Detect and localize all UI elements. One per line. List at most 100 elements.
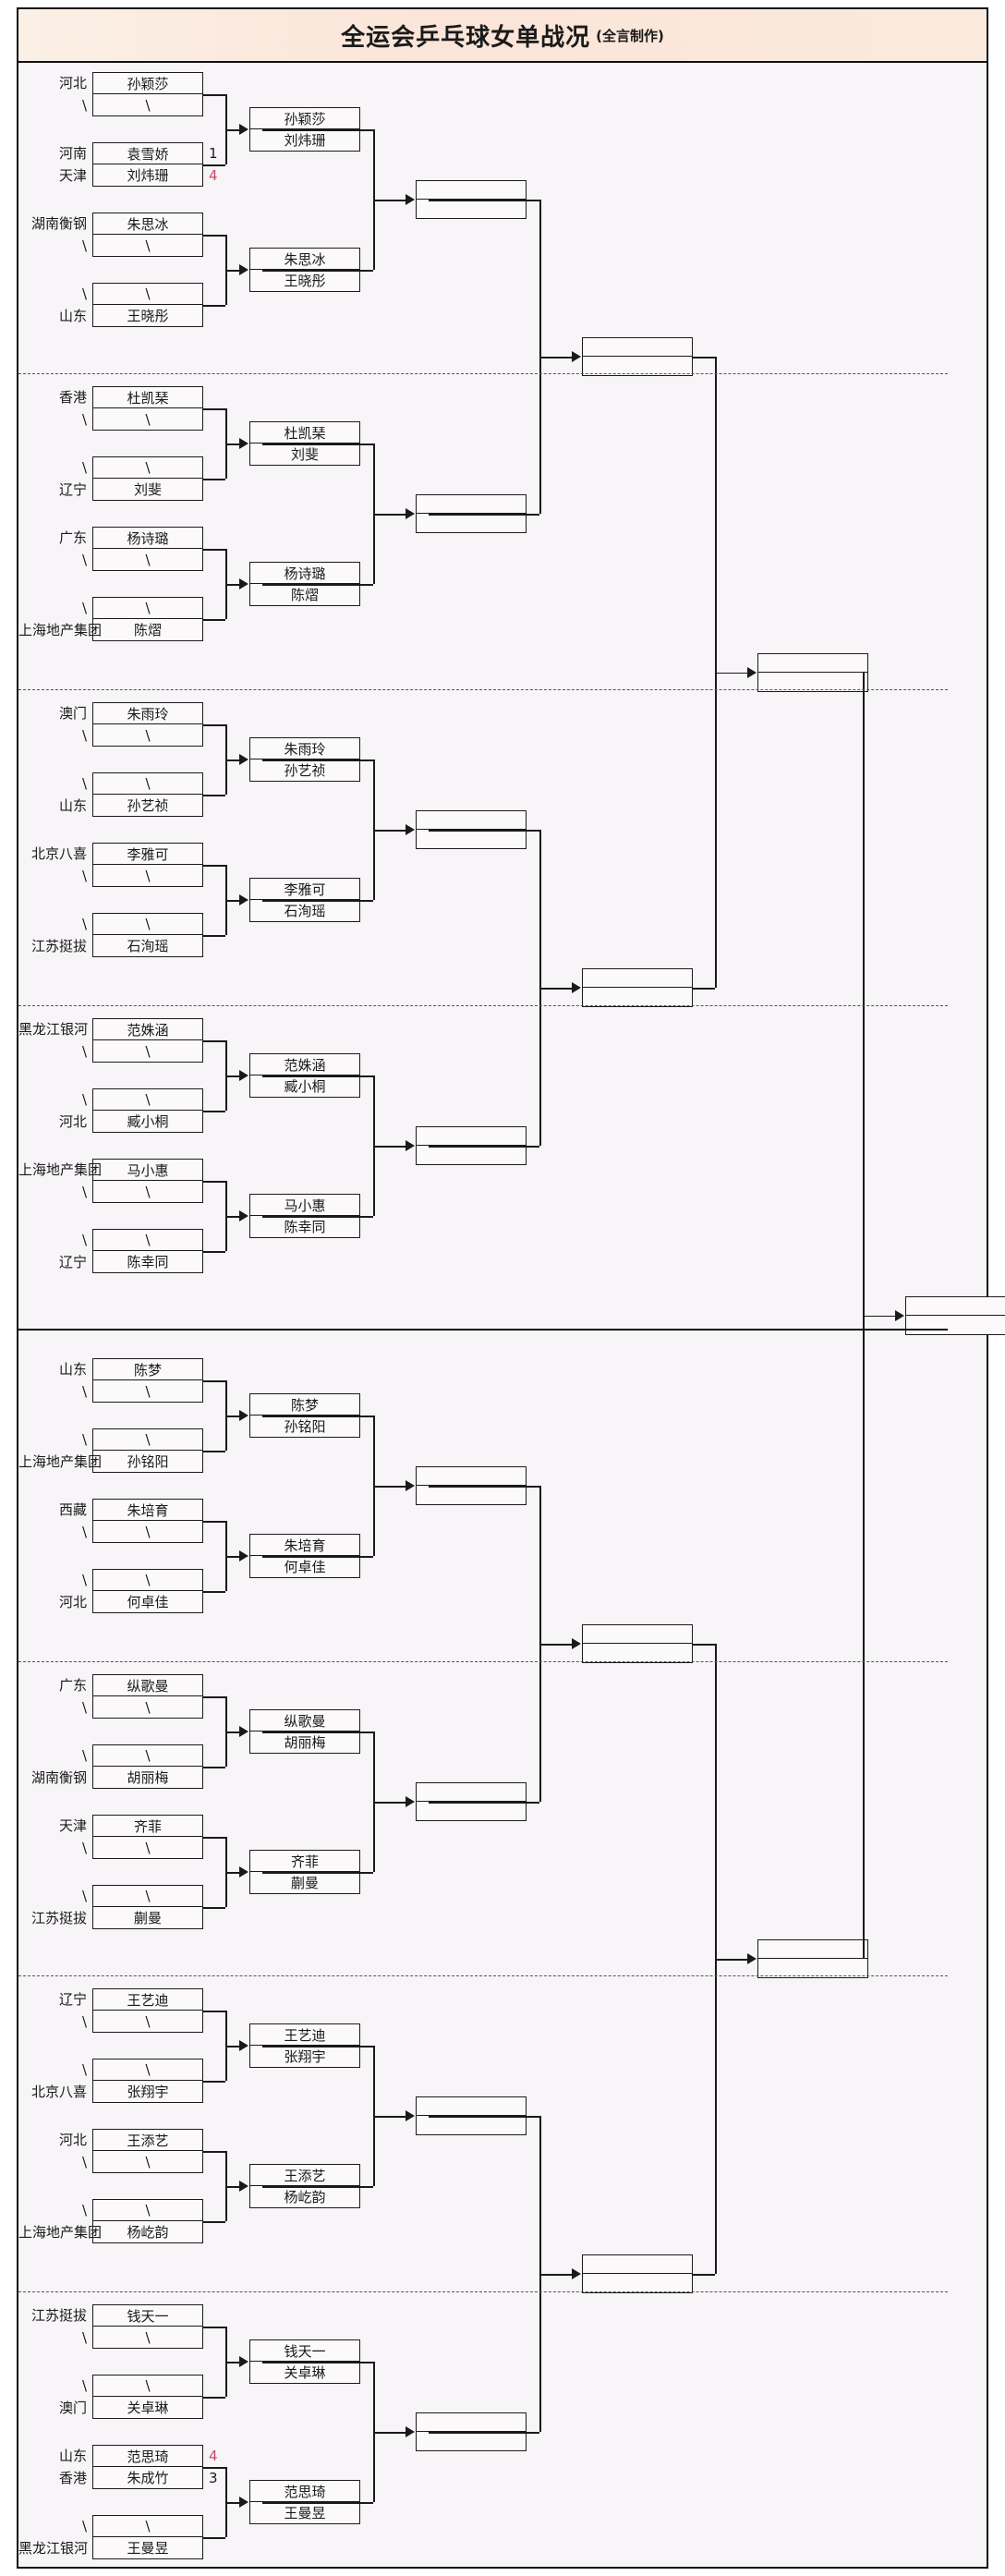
connector-hline	[262, 270, 373, 272]
round1-match-box: 袁雪娇刘炜珊	[92, 142, 203, 187]
round1-match-box: \胡丽梅	[92, 1744, 203, 1789]
round4-match-box-cell	[583, 338, 692, 357]
province-label: \	[81, 2329, 87, 2346]
round1-cell: \	[93, 1745, 202, 1767]
connector-arrow	[239, 2356, 248, 2367]
round1-cell: 王艺迪	[93, 1989, 202, 2011]
round2-cell: 王添艺	[250, 2165, 359, 2186]
connector-hline	[203, 479, 225, 480]
connector-arrow	[239, 1866, 248, 1877]
connector-hline	[225, 2362, 240, 2363]
connector-hline	[262, 2046, 373, 2047]
round1-match-box: 齐菲\	[92, 1815, 203, 1859]
connector-hline	[262, 1075, 373, 1077]
round2-cell: 朱培育	[250, 1535, 359, 1556]
province-label: \	[81, 552, 87, 568]
connector-hline	[262, 444, 373, 445]
round4-match-box-cell	[583, 969, 692, 988]
round1-cell: 纵歌曼	[93, 1675, 202, 1696]
connector-hline	[429, 830, 539, 832]
round1-match-box: \石洵瑶	[92, 913, 203, 957]
round4-match-box-cell	[583, 2274, 692, 2292]
round3-match-box-cell	[417, 2432, 526, 2450]
province-label: \	[81, 2518, 87, 2534]
connector-hline	[429, 200, 539, 201]
connector-hline	[203, 1837, 225, 1839]
province-label: \	[81, 1524, 87, 1540]
round2-cell: 张翔宇	[284, 2048, 326, 2065]
province-label: 河北	[58, 1594, 87, 1610]
round1-cell: \	[93, 773, 202, 795]
round1-cell: 钱天一	[93, 2305, 202, 2327]
round1-match-box: 杨诗璐\	[92, 527, 203, 571]
final-match-box-cell	[906, 1316, 1005, 1334]
round3-match-box-cell	[417, 1783, 526, 1802]
round2-cell: 孙铭阳	[284, 1418, 326, 1435]
connector-arrow	[239, 2181, 248, 2192]
round1-match-box: \孙艺祯	[92, 772, 203, 817]
province-label: 上海地产集团	[18, 622, 103, 638]
province-label: 北京八喜	[30, 845, 87, 862]
title-bar: 全运会乒乓球女单战况 (全言制作)	[17, 7, 988, 63]
round3-match-box-cell	[417, 514, 526, 532]
connector-arrow	[406, 824, 415, 835]
round1-match-box: \孙铭阳	[92, 1428, 203, 1473]
connector-arrow	[747, 1953, 757, 1964]
province-label: 山东	[58, 308, 87, 324]
round1-cell: \	[145, 1698, 151, 1716]
round5-match-box-cell	[758, 1940, 867, 1959]
province-label: \	[81, 727, 87, 744]
round3-match-box-cell	[417, 1127, 526, 1146]
connector-arrow	[572, 2268, 581, 2279]
round2-cell: 纵歌曼	[250, 1710, 359, 1732]
province-label: \	[81, 1232, 87, 1248]
connector-hline	[225, 2186, 240, 2188]
province-label: \	[81, 1383, 87, 1400]
round1-match-box: \陈幸同	[92, 1229, 203, 1273]
round1-cell: 刘斐	[133, 481, 162, 498]
province-label: 天津	[58, 167, 87, 184]
round1-match-box: \蒯曼	[92, 1885, 203, 1929]
round1-cell: \	[145, 2153, 151, 2170]
connector-hline	[429, 514, 539, 516]
round3-match-box-cell	[417, 2097, 526, 2116]
round1-match-box: 王添艺\	[92, 2129, 203, 2173]
round1-match-box: \陈熠	[92, 597, 203, 641]
province-label: 江苏挺拔	[30, 2307, 87, 2324]
round1-cell: \	[145, 2328, 151, 2346]
connector-hline	[225, 2502, 240, 2504]
connector-hline	[203, 2081, 225, 2083]
province-label: \	[81, 2154, 87, 2170]
province-label: \	[81, 868, 87, 884]
round1-cell: \	[145, 1839, 151, 1856]
connector-hline	[203, 724, 225, 726]
province-label: \	[81, 97, 87, 114]
province-label: 黑龙江银河	[18, 1021, 89, 1038]
province-label: \	[81, 459, 87, 476]
connector-arrow	[239, 264, 248, 275]
round1-cell: 臧小桐	[127, 1113, 169, 1130]
round3-match-box-cell	[417, 495, 526, 514]
connector-arrow	[406, 2110, 415, 2121]
connector-arrow	[239, 2040, 248, 2051]
connector-hline	[373, 1802, 406, 1804]
province-label: \	[81, 2061, 87, 2078]
province-label: 河南	[58, 145, 87, 162]
round1-cell: 朱思冰	[93, 213, 202, 235]
round1-cell: \	[145, 726, 151, 744]
connector-hline	[203, 2221, 225, 2223]
connector-hline	[203, 1767, 225, 1768]
round2-cell: 孙颖莎	[250, 108, 359, 129]
connector-hline	[262, 900, 373, 902]
round1-match-box: \王曼昱	[92, 2515, 203, 2559]
round1-match-box: 王艺迪\	[92, 1988, 203, 2033]
round2-cell: 朱思冰	[250, 249, 359, 270]
connector-hline	[262, 1732, 373, 1733]
connector-hline	[203, 2537, 225, 2539]
connector-hline	[715, 672, 747, 674]
connector-hline	[715, 1959, 747, 1961]
connector-hline	[262, 1416, 373, 1417]
round2-cell: 臧小桐	[284, 1078, 326, 1095]
section-separator	[18, 1005, 948, 1006]
connector-hline	[203, 2467, 225, 2469]
